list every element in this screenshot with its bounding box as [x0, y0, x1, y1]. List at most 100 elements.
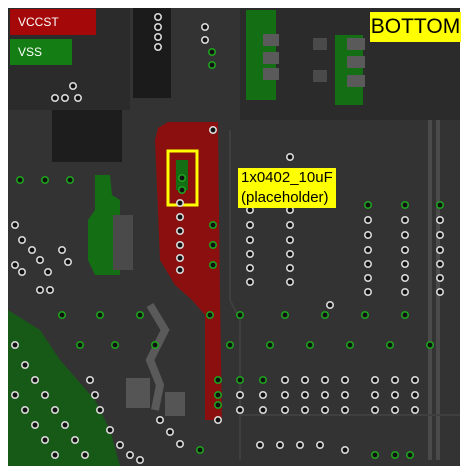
via: [363, 287, 372, 296]
via: [400, 273, 409, 282]
via: [209, 241, 218, 250]
via-layer: [11, 13, 444, 464]
via: [136, 455, 145, 464]
via: [258, 405, 267, 414]
via: [136, 310, 145, 319]
via: [154, 42, 163, 51]
via: [17, 236, 26, 245]
smd-pad: [347, 56, 365, 68]
via: [315, 440, 324, 449]
via: [214, 390, 223, 399]
via: [57, 310, 66, 319]
via: [201, 35, 210, 44]
via: [106, 425, 115, 434]
via: [363, 216, 372, 225]
via: [71, 435, 80, 444]
via: [425, 340, 434, 349]
via: [363, 259, 372, 268]
via: [246, 250, 255, 259]
via: [275, 440, 284, 449]
via: [410, 390, 419, 399]
via: [340, 375, 349, 384]
via: [196, 445, 205, 454]
via: [345, 340, 354, 349]
trace: [229, 130, 241, 460]
via: [35, 285, 44, 294]
via: [11, 260, 20, 269]
via: [11, 221, 20, 230]
via: [60, 420, 69, 429]
via: [206, 310, 215, 319]
via: [435, 287, 444, 296]
via: [236, 405, 245, 414]
via: [154, 32, 163, 41]
via: [320, 390, 329, 399]
via: [400, 231, 409, 240]
via: [405, 450, 414, 459]
via: [435, 231, 444, 240]
via: [370, 390, 379, 399]
via: [96, 310, 105, 319]
via: [40, 435, 49, 444]
via: [66, 176, 75, 185]
via: [295, 440, 304, 449]
via: [400, 310, 409, 319]
smd-pad: [113, 215, 133, 270]
via: [410, 375, 419, 384]
via: [255, 440, 264, 449]
capacitor-callout: 1x0402_10uF (placeholder): [238, 168, 336, 208]
via: [340, 405, 349, 414]
via: [40, 390, 49, 399]
via: [320, 375, 329, 384]
legend-vss: VSS: [10, 39, 72, 65]
via: [201, 22, 210, 31]
callout-line-1: 1x0402_10uF: [241, 169, 333, 186]
via: [178, 186, 187, 195]
via: [370, 450, 379, 459]
via: [178, 174, 187, 183]
via: [285, 236, 294, 245]
via: [50, 450, 59, 459]
via: [209, 260, 218, 269]
via: [320, 310, 329, 319]
via: [111, 340, 120, 349]
via: [390, 390, 399, 399]
via: [156, 415, 165, 424]
via: [166, 427, 175, 436]
via: [15, 176, 24, 185]
via: [246, 277, 255, 286]
via: [280, 390, 289, 399]
via: [236, 375, 245, 384]
smd-pad: [263, 68, 279, 80]
smd-pad: [313, 70, 327, 82]
via: [300, 390, 309, 399]
via: [176, 213, 185, 222]
via: [45, 285, 54, 294]
component-cluster: [52, 110, 122, 162]
via: [258, 375, 267, 384]
via: [400, 216, 409, 225]
callout-line-2: (placeholder): [241, 189, 329, 206]
via: [340, 390, 349, 399]
via: [363, 231, 372, 240]
via: [320, 405, 329, 414]
via: [151, 340, 160, 349]
via: [280, 405, 289, 414]
via: [17, 267, 26, 276]
via: [154, 22, 163, 31]
via: [435, 259, 444, 268]
via: [74, 94, 83, 103]
via: [50, 405, 59, 414]
via: [208, 60, 217, 69]
via: [57, 246, 66, 255]
smd-pad: [313, 38, 327, 50]
via: [50, 94, 59, 103]
via: [96, 405, 105, 414]
vss-pad-group: [88, 175, 120, 275]
via: [305, 340, 314, 349]
smd-pad: [347, 75, 365, 87]
via: [209, 126, 218, 135]
via: [363, 201, 372, 210]
via: [176, 227, 185, 236]
